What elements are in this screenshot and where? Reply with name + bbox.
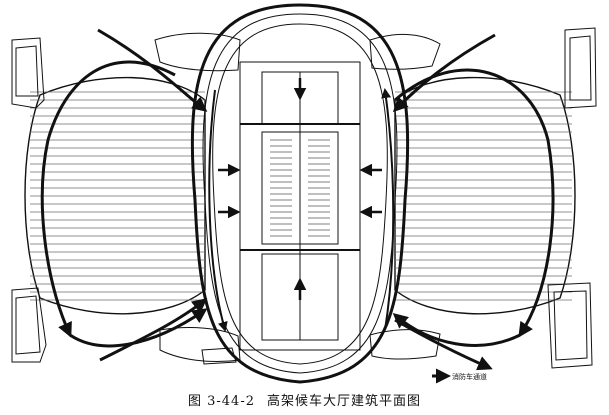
road-oval-right	[381, 88, 395, 331]
floor-plan: 消防车通道	[11, 3, 597, 384]
road-oval-left	[208, 89, 228, 332]
figure-title: 高架候车大厅建筑平面图	[267, 394, 422, 409]
right-platform-area	[394, 76, 576, 315]
road-left-upper	[97, 28, 208, 112]
side-buildings	[11, 27, 597, 369]
hall-entry-arrows	[218, 78, 382, 300]
road-right-lower-out	[394, 318, 493, 371]
hall-core	[239, 61, 361, 351]
road-right-loop	[394, 68, 555, 338]
fire-access-roads	[40, 28, 555, 371]
figure-number: 图 3-44-2	[187, 394, 255, 409]
right-track-lines	[395, 91, 572, 301]
core-hatching	[270, 139, 330, 237]
figure-caption: 图 3-44-2 高架候车大厅建筑平面图	[0, 392, 609, 415]
left-track-lines	[30, 91, 205, 301]
road-left-lower-in	[99, 298, 208, 362]
road-right-upper	[392, 33, 496, 113]
legend-label: 消防车通道	[452, 372, 487, 381]
left-platform-area	[24, 76, 206, 315]
road-left-loop	[40, 60, 176, 338]
legend: 消防车通道	[432, 368, 487, 384]
road-right-lower	[392, 313, 521, 347]
